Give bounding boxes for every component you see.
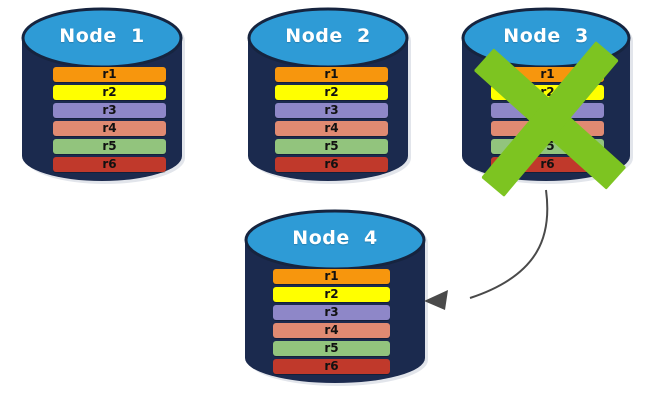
record-bar[interactable]: r3 bbox=[275, 103, 388, 118]
record-bar[interactable]: r3 bbox=[273, 305, 390, 320]
arrow-head-icon bbox=[424, 290, 448, 310]
node-4-title: Node 4 bbox=[292, 227, 378, 249]
record-bar[interactable]: r5 bbox=[273, 341, 390, 356]
record-bar[interactable]: r3 bbox=[53, 103, 166, 118]
arrow-curve bbox=[469, 189, 549, 299]
node-2-title: Node 2 bbox=[285, 25, 371, 47]
node-1-cylinder[interactable]: Node 1 r1 r2 r3 r4 r5 r6 bbox=[21, 7, 185, 194]
record-bar[interactable]: r5 bbox=[275, 139, 388, 154]
record-bar[interactable]: r2 bbox=[273, 287, 390, 302]
node-2-cylinder[interactable]: Node 2 r1 r2 r3 r4 r5 r6 bbox=[247, 7, 411, 194]
record-bar[interactable]: r6 bbox=[275, 157, 388, 172]
node-4-cylinder[interactable]: Node 4 r1 r2 r3 r4 r5 r6 bbox=[244, 209, 428, 396]
record-bar[interactable]: r1 bbox=[275, 67, 388, 82]
record-bar[interactable]: r6 bbox=[53, 157, 166, 172]
record-bar[interactable]: r5 bbox=[53, 139, 166, 154]
record-bar[interactable]: r1 bbox=[273, 269, 390, 284]
record-bar[interactable]: r1 bbox=[53, 67, 166, 82]
record-bar[interactable]: r2 bbox=[53, 85, 166, 100]
record-bar[interactable]: r2 bbox=[275, 85, 388, 100]
record-bar[interactable]: r6 bbox=[273, 359, 390, 374]
node-4-record-list: r1 r2 r3 r4 r5 r6 bbox=[273, 269, 390, 377]
node-1-title: Node 1 bbox=[59, 25, 145, 47]
record-bar[interactable]: r4 bbox=[53, 121, 166, 136]
record-bar[interactable]: r4 bbox=[273, 323, 390, 338]
node-1-record-list: r1 r2 r3 r4 r5 r6 bbox=[53, 67, 166, 175]
node-2-record-list: r1 r2 r3 r4 r5 r6 bbox=[275, 67, 388, 175]
record-bar[interactable]: r4 bbox=[275, 121, 388, 136]
